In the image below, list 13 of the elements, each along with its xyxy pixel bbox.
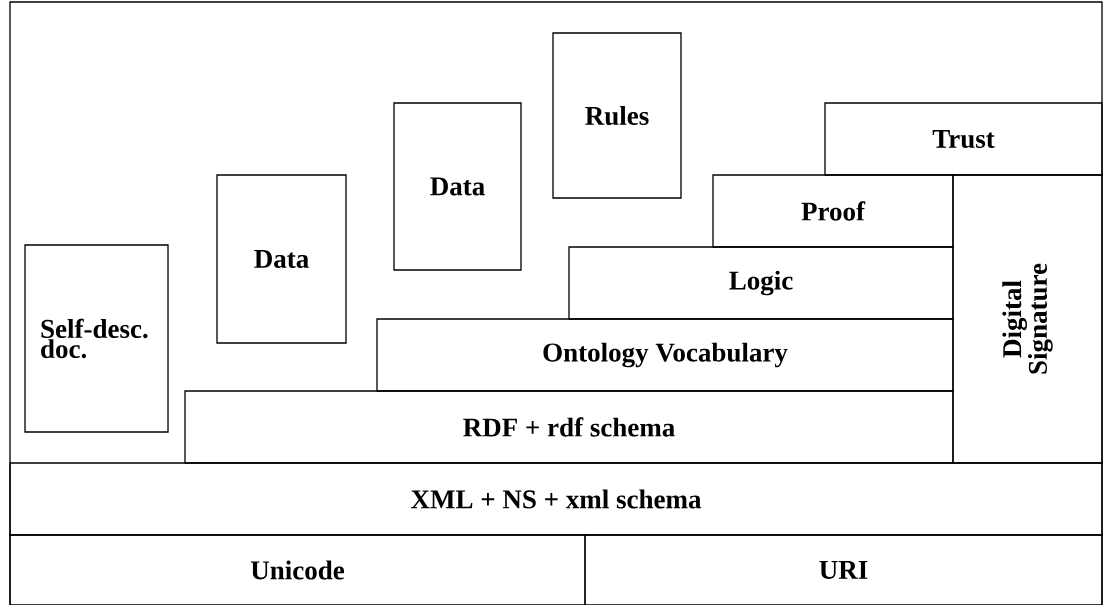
layer-box: Logic bbox=[568, 246, 954, 320]
layer-box: Unicode bbox=[9, 534, 586, 605]
layer-box: RDF + rdf schema bbox=[184, 390, 954, 464]
layer-box: URI bbox=[584, 534, 1103, 605]
layer-box: Digital Signature bbox=[952, 174, 1103, 464]
layer-box: Rules bbox=[552, 32, 682, 199]
layer-box: Data bbox=[216, 174, 347, 344]
layer-box: Trust bbox=[824, 102, 1103, 176]
layer-box: Ontology Vocabulary bbox=[376, 318, 954, 392]
layer-box: XML + NS + xml schema bbox=[9, 462, 1103, 536]
layer-box: Self-desc. doc. bbox=[24, 244, 169, 433]
layer-box: Data bbox=[393, 102, 522, 271]
layer-box: Proof bbox=[712, 174, 954, 248]
